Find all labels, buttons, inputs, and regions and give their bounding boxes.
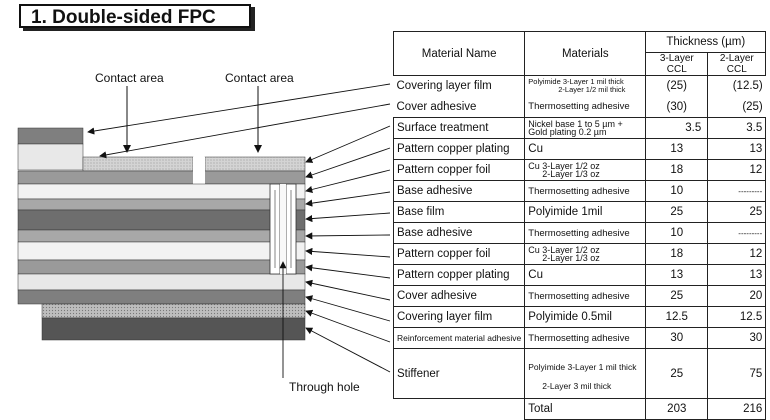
table-row: Surface treatment Nickel base 1 to 5 µm … <box>392 117 767 139</box>
contact-area-label-right: Contact area <box>225 71 294 85</box>
top-covering-film <box>17 127 84 145</box>
table-row: Reinforcement material adhesive Thermose… <box>392 327 767 349</box>
base-adhesive-bottom <box>17 229 306 243</box>
header-2layer-ccl: 2-Layer CCL <box>707 52 767 76</box>
header-3layer-ccl: 3-Layer CCL <box>645 52 709 76</box>
table-row: Cover adhesive Thermosetting adhesive (3… <box>393 96 766 118</box>
total-row: Total 203 216 <box>394 398 767 420</box>
header-material-name: Material Name <box>392 31 526 76</box>
table-row: Covering layer film Polyimide 3-Layer 1 … <box>393 75 766 97</box>
bottom-copper-foil <box>17 241 306 261</box>
header-thickness: Thickness (µm) <box>645 31 767 53</box>
table-row: Covering layer film Polyimide 0.5mil 12.… <box>392 306 767 328</box>
table-row: Cover adhesive Thermosetting adhesive 25… <box>392 285 767 307</box>
total-label: Total <box>524 398 647 420</box>
page-title: 1. Double-sided FPC <box>19 4 251 28</box>
surface-treatment-right <box>204 156 306 172</box>
base-film <box>17 209 306 231</box>
surface-treatment-left <box>82 156 194 172</box>
bottom-copper-plating <box>17 259 306 275</box>
table-row: Base adhesive Thermosetting adhesive 10 … <box>392 222 767 244</box>
table-row: Base adhesive Thermosetting adhesive 10 … <box>392 180 767 202</box>
reinforcement-adhesive <box>41 303 306 319</box>
header-materials: Materials <box>524 31 647 76</box>
base-adhesive-top <box>17 198 306 211</box>
top-copper-plating <box>17 170 306 185</box>
bottom-cover-adhesive <box>17 273 306 291</box>
table-row: Base film Polyimide 1mil 25 25 <box>392 201 767 223</box>
bottom-covering-film <box>17 289 306 305</box>
table-row: Pattern copper plating Cu 13 13 <box>392 264 767 286</box>
top-copper-foil <box>17 183 306 200</box>
table-row: Pattern copper plating Cu 13 13 <box>392 138 767 160</box>
through-hole-bore <box>280 184 286 274</box>
through-hole-label: Through hole <box>289 380 360 394</box>
total-2layer: 216 <box>707 398 767 420</box>
material-spec-table: Material Name Materials Thickness (µm) 3… <box>392 31 767 420</box>
contact-area-label-left: Contact area <box>95 71 164 85</box>
top-cover-adhesive <box>17 143 84 171</box>
total-3layer: 203 <box>645 398 709 420</box>
stiffener <box>41 317 306 341</box>
